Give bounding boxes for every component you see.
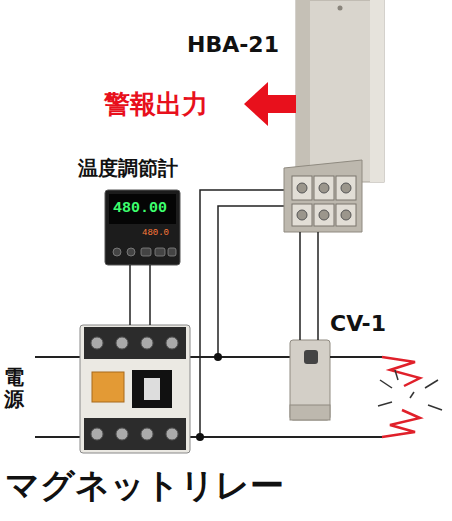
display-value: 480.0 bbox=[142, 228, 169, 238]
wire-connector bbox=[130, 265, 150, 325]
current-sensor-node: CV-1 bbox=[290, 340, 330, 420]
alarm-arrow bbox=[244, 82, 296, 126]
junction-dot bbox=[196, 433, 204, 441]
current-sensor bbox=[290, 340, 382, 420]
controller-body bbox=[105, 190, 180, 265]
alarm-unit: HBA-21 bbox=[285, 0, 385, 232]
device-name: 温度調節計 bbox=[78, 157, 178, 180]
temperature-controller: 温度調節計480.00480.0 bbox=[105, 190, 180, 265]
wire-connector bbox=[300, 232, 318, 340]
relay-body bbox=[80, 325, 190, 453]
signal-wire bbox=[200, 190, 292, 437]
junction-dot bbox=[214, 353, 222, 361]
spark-marks bbox=[378, 370, 442, 410]
alarm-output-label: 警報出力 bbox=[104, 90, 208, 120]
signal-wire bbox=[218, 206, 292, 357]
relay-node: マグネットリレー bbox=[80, 325, 190, 453]
device-name: HBA-21 bbox=[187, 32, 279, 57]
device-name: マグネットリレー bbox=[5, 466, 284, 505]
display-value: 480.00 bbox=[113, 200, 167, 217]
device-name: CV-1 bbox=[330, 311, 386, 336]
broken-heater bbox=[382, 357, 420, 437]
power-label: 電源 bbox=[4, 366, 24, 410]
hba-device bbox=[284, 0, 384, 232]
